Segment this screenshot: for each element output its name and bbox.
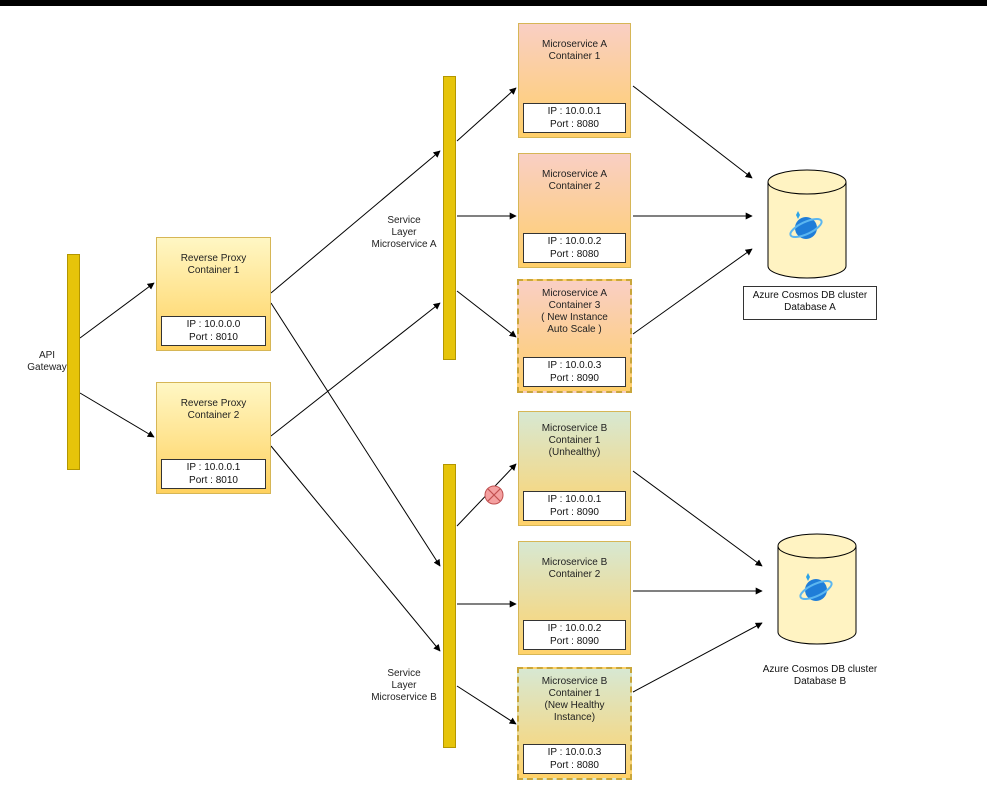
proxy-1-title-line2: Container 1	[187, 265, 240, 276]
msA1-title-line1: Microservice A	[541, 39, 607, 50]
msA1-port: Port : 8080	[550, 119, 599, 130]
microservice-b-container-1[interactable]: Microservice B Container 1 (Unhealthy) I…	[518, 411, 631, 526]
msA3-title-line1: Microservice A	[541, 288, 607, 299]
msA3-title-line4: Auto Scale )	[547, 324, 602, 335]
msB3-address: IP : 10.0.0.3 Port : 8080	[523, 744, 626, 774]
arrow-gateway-proxy1	[79, 282, 155, 339]
microservice-a-container-1[interactable]: Microservice A Container 1 IP : 10.0.0.1…	[518, 23, 631, 138]
service-layer-b-line1: Service	[387, 668, 421, 679]
arrow-layerA-msA1	[456, 87, 517, 142]
msB2-address: IP : 10.0.0.2 Port : 8090	[523, 620, 626, 650]
msA3-title-line2: Container 3	[548, 300, 601, 311]
microservice-b-container-2[interactable]: Microservice B Container 2 IP : 10.0.0.2…	[518, 541, 631, 655]
proxy-2-title-line1: Reverse Proxy	[180, 398, 247, 409]
service-layer-a-line1: Service	[387, 215, 421, 226]
proxy-1-address: IP : 10.0.0.0 Port : 8010	[161, 316, 266, 346]
proxy-1-ip: IP : 10.0.0.0	[186, 319, 241, 330]
msB2-title-line1: Microservice B	[541, 557, 608, 568]
arrow-msA1-dbA	[632, 85, 753, 179]
msA3-port: Port : 8090	[550, 373, 599, 384]
reverse-proxy-container-2[interactable]: Reverse Proxy Container 2 IP : 10.0.0.1 …	[156, 382, 271, 494]
microservice-a-container-3[interactable]: Microservice A Container 3 ( New Instanc…	[517, 279, 632, 393]
arrow-proxy1-layerA	[270, 150, 441, 294]
msA1-title-line2: Container 1	[548, 51, 601, 62]
msB1-ip: IP : 10.0.0.1	[547, 494, 602, 505]
arrow-gateway-proxy2	[79, 392, 155, 438]
cosmos-db-icon	[799, 573, 833, 601]
msA2-port: Port : 8080	[550, 249, 599, 260]
arrow-msA3-dbA	[632, 248, 753, 335]
api-gateway-bar[interactable]	[67, 254, 80, 470]
proxy-2-port: Port : 8010	[189, 475, 238, 486]
proxy-2-address: IP : 10.0.0.1 Port : 8010	[161, 459, 266, 489]
msB2-port: Port : 8090	[550, 636, 599, 647]
reverse-proxy-container-1[interactable]: Reverse Proxy Container 1 IP : 10.0.0.0 …	[156, 237, 271, 351]
microservice-b-container-3[interactable]: Microservice B Container 1 (New Healthy …	[517, 667, 632, 780]
msA2-title-line2: Container 2	[548, 181, 601, 192]
msB2-title-line2: Container 2	[548, 569, 601, 580]
msB3-title-line2: Container 1	[548, 688, 601, 699]
api-gateway-label-line2: Gateway	[27, 362, 67, 373]
msA3-address: IP : 10.0.0.3 Port : 8090	[523, 357, 626, 387]
msB1-title-line3: (Unhealthy)	[548, 447, 601, 458]
msA1-ip: IP : 10.0.0.1	[547, 106, 602, 117]
msB3-title-line3: (New Healthy	[544, 700, 605, 711]
database-a-label[interactable]: Azure Cosmos DB cluster Database A	[743, 286, 877, 320]
arrow-proxy2-layerB	[270, 445, 441, 652]
msA3-title-line3: ( New Instance	[541, 312, 608, 323]
msA3-ip: IP : 10.0.0.3	[547, 360, 602, 371]
microservice-a-container-2[interactable]: Microservice A Container 2 IP : 10.0.0.2…	[518, 153, 631, 268]
service-layer-a-line2: Layer	[391, 227, 417, 238]
service-layer-a-label: Service Layer Microservice A	[362, 215, 446, 251]
msA2-address: IP : 10.0.0.2 Port : 8080	[523, 233, 626, 263]
arrow-msB1-dbB	[632, 470, 763, 567]
msB1-address: IP : 10.0.0.1 Port : 8090	[523, 491, 626, 521]
database-b-label-line2: Database B	[793, 676, 847, 687]
cosmos-db-icon	[789, 211, 823, 239]
api-gateway-label: API Gateway	[24, 350, 70, 374]
proxy-2-ip: IP : 10.0.0.1	[186, 462, 241, 473]
service-layer-b-label: Service Layer Microservice B	[362, 668, 446, 704]
proxy-1-title-line1: Reverse Proxy	[180, 253, 247, 264]
msA2-ip: IP : 10.0.0.2	[547, 236, 602, 247]
arrow-proxy1-layerB	[270, 302, 441, 567]
service-layer-a-bar[interactable]	[443, 76, 456, 360]
connector-layer	[79, 85, 857, 725]
api-gateway-label-line1: API	[38, 350, 56, 361]
service-layer-b-bar[interactable]	[443, 464, 456, 748]
msB3-port: Port : 8080	[550, 760, 599, 771]
database-b-label-line1: Azure Cosmos DB cluster	[762, 664, 878, 675]
msB2-ip: IP : 10.0.0.2	[547, 623, 602, 634]
database-b-label: Azure Cosmos DB cluster Database B	[753, 660, 887, 694]
architecture-diagram: API Gateway Reverse Proxy Container 1 IP…	[0, 6, 987, 796]
msB3-ip: IP : 10.0.0.3	[547, 747, 602, 758]
database-a-label-line2: Database A	[784, 302, 836, 313]
arrow-msB3-dbB	[632, 622, 763, 693]
msB1-port: Port : 8090	[550, 507, 599, 518]
msB3-title-line1: Microservice B	[541, 676, 608, 687]
arrow-layerB-msB3	[456, 685, 517, 725]
proxy-1-port: Port : 8010	[189, 332, 238, 343]
arrow-layerA-msA3	[456, 290, 517, 338]
msB1-title-line2: Container 1	[548, 435, 601, 446]
database-a-label-line1: Azure Cosmos DB cluster	[752, 290, 868, 301]
proxy-2-title-line2: Container 2	[187, 410, 240, 421]
msA2-title-line1: Microservice A	[541, 169, 607, 180]
service-layer-a-line3: Microservice A	[371, 239, 437, 250]
msB1-title-line1: Microservice B	[541, 423, 608, 434]
msA1-address: IP : 10.0.0.1 Port : 8080	[523, 103, 626, 133]
arrow-proxy2-layerA	[270, 302, 441, 437]
unhealthy-x-icon	[484, 485, 504, 505]
service-layer-b-line2: Layer	[391, 680, 417, 691]
msB3-title-line4: Instance)	[553, 712, 596, 723]
service-layer-b-line3: Microservice B	[371, 692, 437, 703]
